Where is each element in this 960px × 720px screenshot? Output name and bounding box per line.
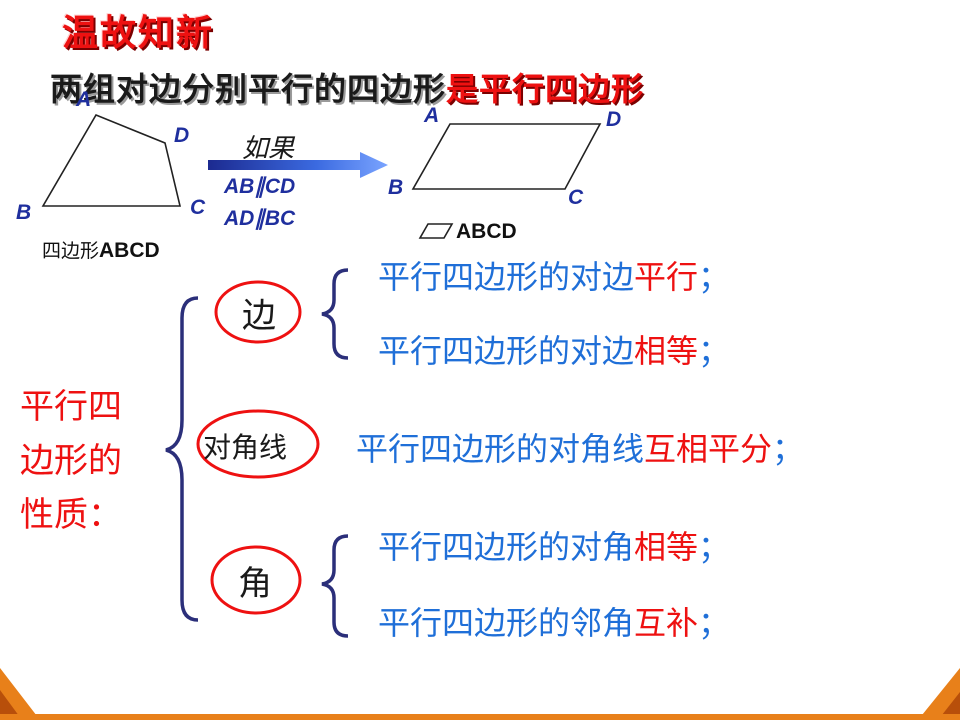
property-diagonals-bisect: 平行四边形的对角线互相平分；	[356, 424, 804, 470]
definition-part2: 是平行四边形	[446, 70, 645, 108]
property-highlight: 平行	[634, 258, 699, 296]
properties-title-line3: 性质：	[20, 495, 122, 535]
parallelogram-shape	[411, 123, 602, 190]
parallelogram-symbol-icon	[418, 223, 454, 239]
property-text: 平行四边形的对角	[378, 528, 635, 566]
condition-ad-bc: AD∥BC	[224, 207, 296, 230]
quad-caption-prefix: 四边形	[42, 240, 100, 262]
property-sides-parallel: 平行四边形的对边平行；	[378, 252, 730, 298]
property-text: 平行四边形的对角线	[356, 430, 645, 468]
properties-title-line2: 边形的	[20, 441, 122, 481]
property-punct: ；	[698, 332, 731, 370]
arrow-shape	[208, 152, 388, 178]
properties-title: 平行四 边形的 性质：	[20, 380, 122, 542]
property-highlight: 相等	[634, 332, 699, 370]
quad-caption: 四边形ABCD	[42, 236, 160, 263]
property-punct: ；	[698, 258, 731, 296]
angles-brace	[321, 534, 349, 638]
bottom-bar	[0, 714, 960, 720]
condition-ab-cd: AB∥CD	[224, 175, 296, 198]
quad-label-b: B	[16, 201, 32, 224]
para-label-b: B	[388, 176, 404, 199]
slide-heading: 温故知新	[62, 13, 215, 54]
property-sides-equal: 平行四边形的对边相等；	[378, 326, 730, 372]
property-highlight: 互补	[634, 604, 699, 642]
property-punct: ；	[772, 430, 805, 468]
diagonals-circle	[196, 409, 320, 479]
property-angles-equal: 平行四边形的对角相等；	[378, 522, 730, 568]
properties-title-line1: 平行四	[20, 387, 122, 427]
category-angles: 角	[238, 564, 272, 604]
quadrilateral-shape	[41, 113, 182, 207]
quad-label-d: D	[174, 124, 190, 147]
definition-part1: 两组对边分别平行的四边形	[50, 70, 447, 108]
sides-circle	[214, 280, 302, 344]
property-highlight: 相等	[634, 528, 699, 566]
para-caption: ABCD	[456, 220, 517, 243]
corner-decoration-left-inner	[0, 690, 22, 720]
sides-brace	[321, 268, 349, 360]
corner-decoration-right-inner	[938, 692, 960, 720]
para-label-c: C	[568, 186, 584, 209]
property-highlight: 互相平分	[644, 430, 773, 468]
category-sides: 边	[242, 296, 276, 336]
definition-text: 两组对边分别平行的四边形是平行四边形	[50, 64, 644, 110]
category-diagonals: 对角线	[203, 431, 288, 464]
property-text: 平行四边形的邻角	[378, 604, 635, 642]
para-label-a: A	[424, 104, 440, 127]
quad-caption-name: ABCD	[99, 239, 160, 262]
property-punct: ；	[698, 604, 731, 642]
angles-circle	[210, 545, 302, 615]
quad-label-c: C	[190, 196, 206, 219]
property-punct: ；	[698, 528, 731, 566]
property-angles-supplementary: 平行四边形的邻角互补；	[378, 598, 730, 644]
quad-label-a: A	[76, 88, 92, 111]
main-brace	[165, 296, 199, 622]
property-text: 平行四边形的对边	[378, 258, 635, 296]
property-text: 平行四边形的对边	[378, 332, 635, 370]
arrow-label: 如果	[242, 134, 295, 164]
para-label-d: D	[606, 108, 622, 131]
